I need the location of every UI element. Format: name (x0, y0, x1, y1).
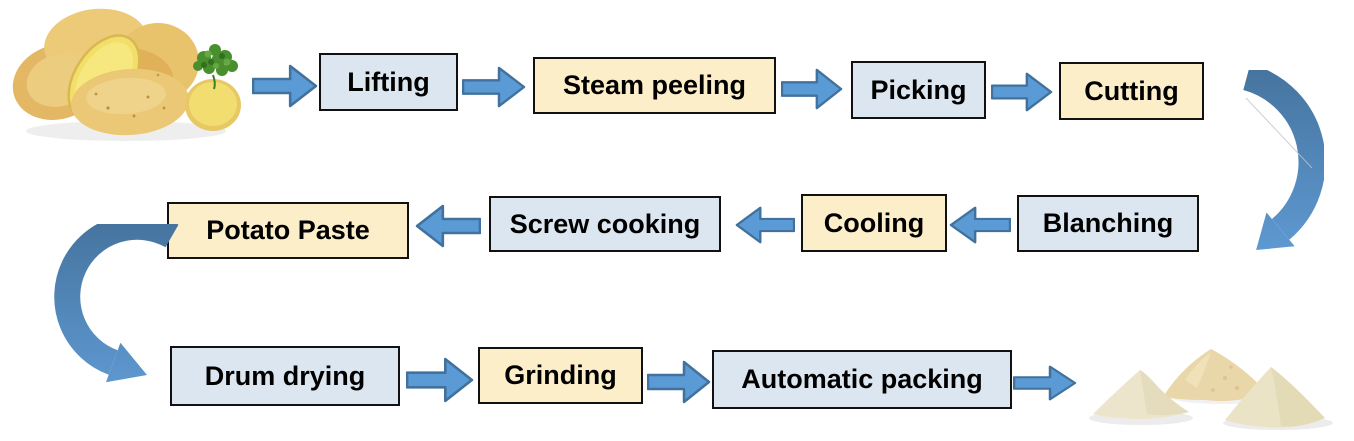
curved-arrow-potato-paste-to-drum-drying-icon (54, 224, 179, 383)
step-box-picking: Picking (851, 61, 986, 119)
step-box-cutting: Cutting (1059, 62, 1204, 120)
step-box-cooling: Cooling (801, 194, 947, 252)
arrow-lifting-to-steam-peeling-icon (462, 66, 526, 108)
step-label-lifting: Lifting (347, 66, 430, 97)
step-box-steam-peeling: Steam peeling (533, 57, 776, 114)
step-box-automatic-packing: Automatic packing (712, 350, 1012, 409)
arrow-automatic-packing-to-powder-icon (1013, 365, 1077, 401)
step-label-drum-drying: Drum drying (204, 360, 366, 391)
arrow-potatoes-to-lifting-icon (252, 64, 318, 108)
step-box-potato-paste: Potato Paste (167, 202, 409, 259)
step-label-screw-cooking: Screw cooking (509, 208, 701, 239)
arrow-picking-to-cutting-icon (991, 72, 1053, 112)
step-label-blanching: Blanching (1042, 208, 1174, 238)
arrow-blanching-to-cooling-icon (949, 206, 1011, 244)
step-box-lifting: Lifting (319, 53, 458, 111)
raw-potatoes-image (12, 8, 241, 141)
arrow-drum-drying-to-grinding-icon (406, 357, 474, 403)
arrow-cooling-to-screw-cooking-icon (735, 206, 795, 244)
step-label-cutting: Cutting (1084, 75, 1179, 106)
arrow-screw-cooking-to-potato-paste-icon (415, 204, 481, 248)
step-label-cooling: Cooling (823, 207, 925, 238)
arrow-grinding-to-automatic-packing-icon (647, 360, 711, 404)
step-label-automatic-packing: Automatic packing (741, 364, 983, 394)
parsley-sprig (193, 44, 238, 76)
step-label-potato-paste: Potato Paste (206, 215, 370, 245)
step-box-grinding: Grinding (478, 347, 643, 404)
step-box-drum-drying: Drum drying (170, 346, 400, 406)
step-box-blanching: Blanching (1017, 195, 1199, 252)
arrow-steam-peeling-to-picking-icon (781, 68, 843, 110)
step-box-screw-cooking: Screw cooking (489, 196, 721, 252)
step-label-picking: Picking (870, 74, 967, 105)
step-label-steam-peeling: Steam peeling (562, 70, 747, 100)
step-label-grinding: Grinding (504, 360, 617, 390)
potato-powder-piles-image (1089, 349, 1333, 430)
curved-arrow-cutting-to-blanching-icon (1242, 70, 1324, 250)
